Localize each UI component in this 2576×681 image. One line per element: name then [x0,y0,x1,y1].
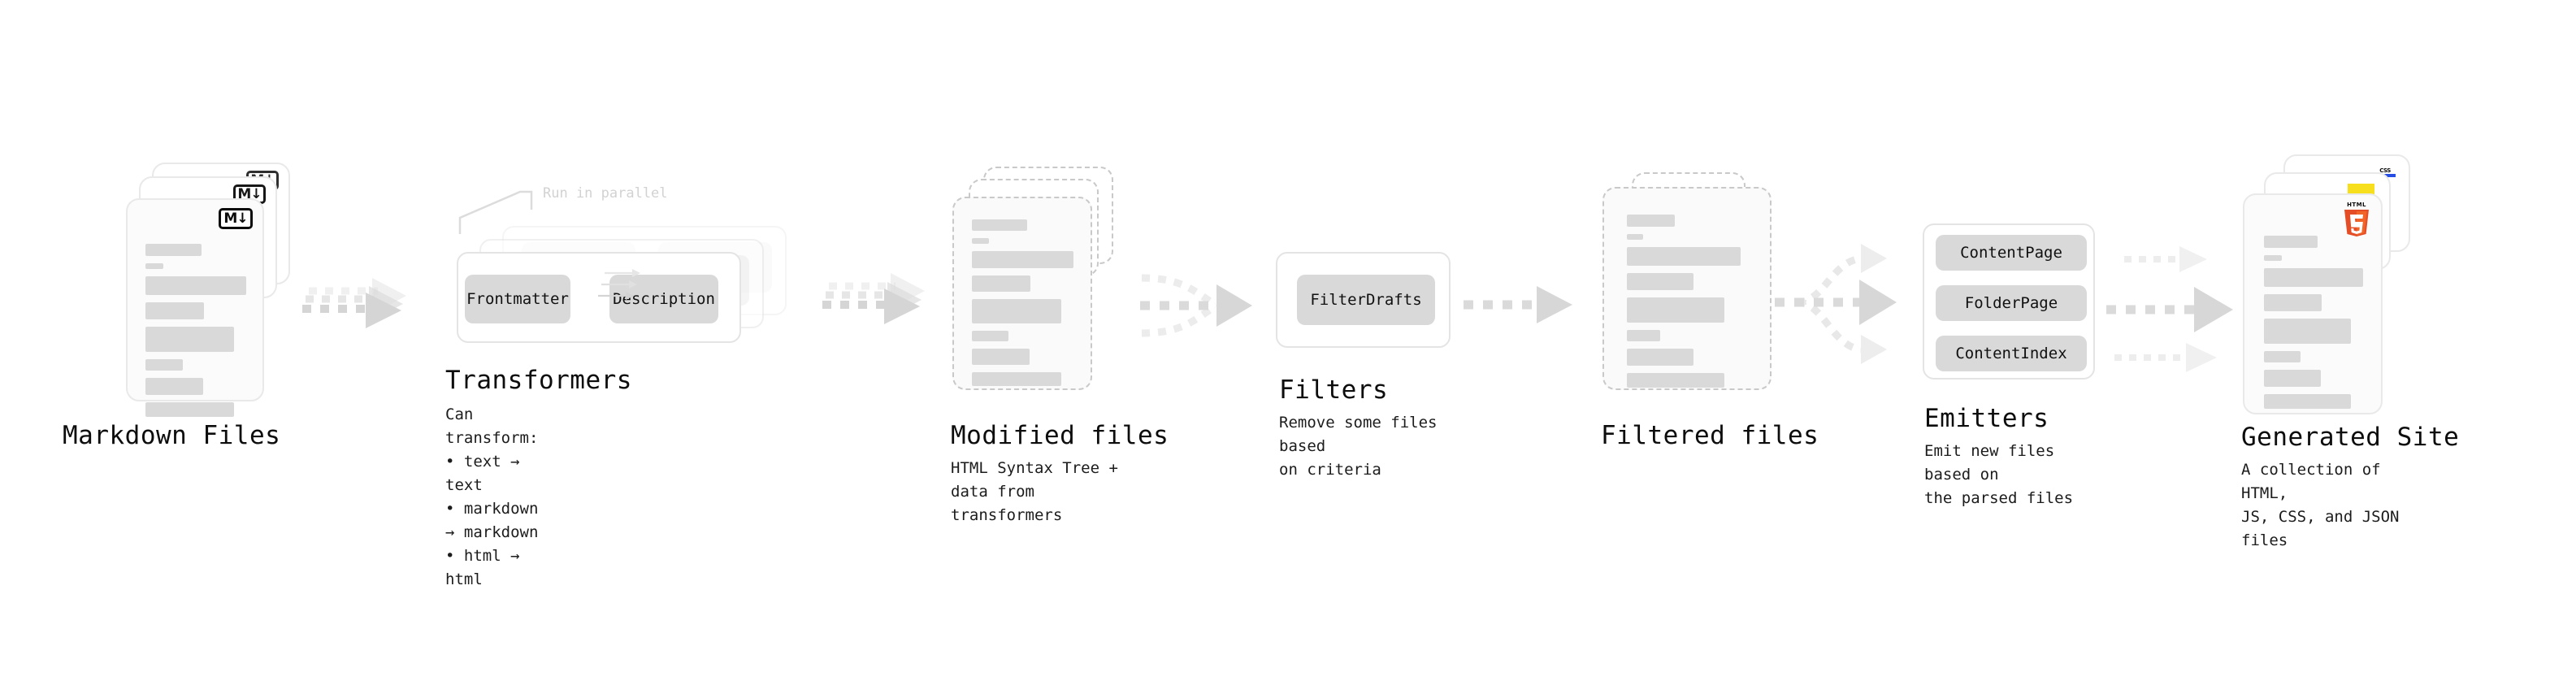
skeleton-bars [2264,236,2363,416]
modified-card-front [952,197,1092,390]
pill-frontmatter[interactable]: Frontmatter [465,275,570,323]
site-card-html: HTML [2243,193,2383,414]
stage-title-modified-files: Modified files [951,421,1169,450]
markdown-card-front: M↓ [126,198,264,417]
filters-box[interactable]: FilterDrafts [1276,252,1451,348]
stage-title-emitters: Emitters [1924,404,2049,433]
stage-generated-site: HTML Generated Site A collecti [2241,154,2459,549]
stage-subtitle-modified-files: HTML Syntax Tree + data from transformer… [951,459,1118,524]
stage-title-transformers: Transformers [445,366,632,395]
stage-title-generated-site: Generated Site [2241,423,2460,452]
html5-icon: HTML [2344,202,2369,236]
connector-modified-to-filters [1132,260,1270,358]
generated-site-stack: HTML [2243,154,2430,423]
connector-filters-to-filtered [1459,283,1581,332]
pill-folderpage[interactable]: FolderPage [1936,285,2087,321]
stage-filtered-files: Filtered files [1601,163,1819,450]
pill-description[interactable]: Description [609,275,718,323]
stage-subtitle-transformers: Can transform: • text → text • markdown … [445,406,539,588]
stage-subtitle-generated-site: A collection of HTML, JS, CSS, and JSON … [2241,461,2400,549]
markdown-icon: M↓ [219,208,253,229]
pill-filterdrafts[interactable]: FilterDrafts [1297,275,1435,325]
emitters-box[interactable]: ContentPage FolderPage ContentIndex [1923,223,2095,380]
stage-title-filtered-files: Filtered files [1601,421,1819,450]
pill-contentpage[interactable]: ContentPage [1936,235,2087,271]
stage-modified-files: Modified files HTML Syntax Tree + data f… [951,163,1169,524]
modified-file-stack [952,163,1123,423]
connector-emitters-to-site [2105,232,2251,379]
markdown-file-stack: M↓ M↓ M↓ [126,163,297,417]
pill-contentindex[interactable]: ContentIndex [1936,336,2087,371]
run-in-parallel-label: Run in parallel [543,185,668,202]
stage-title-filters: Filters [1279,375,1389,405]
stage-subtitle-emitters: Emit new files based on the parsed files [1924,442,2074,507]
stage-subtitle-filters: Remove some files based on criteria [1279,414,1438,479]
filtered-card-front [1602,187,1772,390]
connector-filtered-to-emitters [1773,229,1919,375]
transformer-box-front[interactable]: Frontmatter Description [457,252,741,343]
svg-text:HTML: HTML [2347,202,2366,208]
stage-title-markdown-files: Markdown Files [63,421,281,450]
stage-markdown-files: M↓ M↓ M↓ Markdown Files [63,163,297,450]
skeleton-bars [1627,215,1750,395]
connector-md-to-transformers [301,268,431,349]
skeleton-bars [972,219,1074,393]
stage-filters: FilterDrafts Filters Remove some files b… [1276,252,1451,479]
filtered-file-stack [1602,163,1773,423]
skeleton-bars [145,244,246,424]
run-in-parallel-bracket [458,190,533,234]
transformer-inner-arrows [598,269,640,300]
stage-emitters: ContentPage FolderPage ContentIndex Emit… [1923,223,2095,507]
connector-transformers-to-modified [817,268,948,349]
